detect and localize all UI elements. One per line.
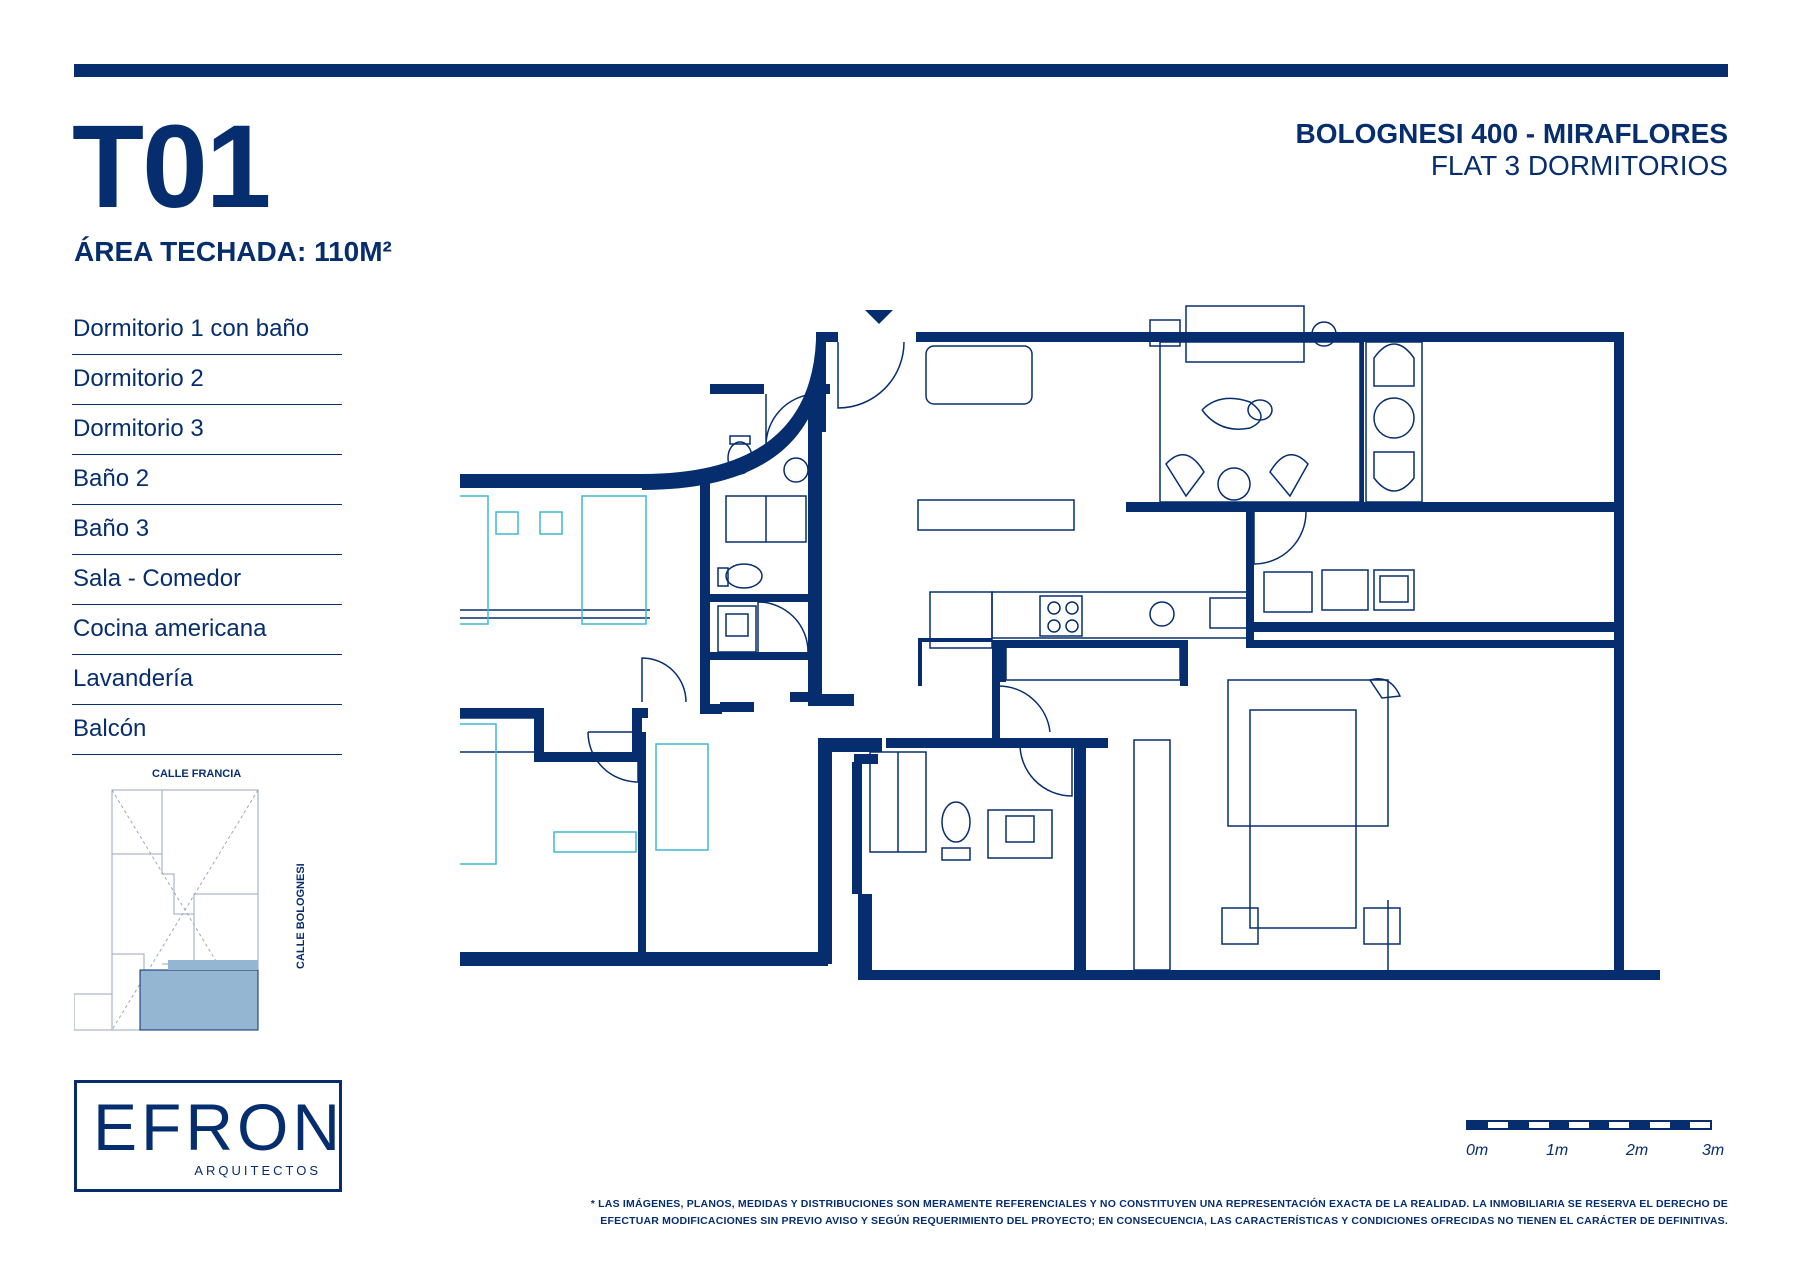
bed: [1249, 709, 1357, 929]
dining-table: [925, 345, 1033, 405]
feature-item: Balcón: [72, 705, 342, 755]
feature-item: Cocina americana: [72, 605, 342, 655]
feature-item: Dormitorio 1 con baño: [72, 305, 342, 355]
feature-item: Sala - Comedor: [72, 555, 342, 605]
door-swing: [837, 341, 905, 409]
logo-name: EFRON: [93, 1090, 344, 1164]
scale-bar: 0m 1m 2m 3m: [1466, 1120, 1730, 1180]
feature-item: Dormitorio 3: [72, 405, 342, 455]
feature-list: Dormitorio 1 con baño Dormitorio 2 Dormi…: [72, 305, 342, 755]
feature-item: Dormitorio 2: [72, 355, 342, 405]
disclaimer-line: * LAS IMÁGENES, PLANOS, MEDIDAS Y DISTRI…: [590, 1198, 1728, 1210]
living-rug: [1159, 341, 1361, 503]
bed: [581, 495, 647, 625]
logo-subtitle: ARQUITECTOS: [194, 1163, 321, 1178]
rug: [1227, 679, 1389, 827]
sofa: [655, 743, 709, 851]
stairs: [1005, 643, 1181, 681]
project-info: BOLOGNESI 400 - MIRAFLORES FLAT 3 DORMIT…: [1296, 118, 1729, 182]
stairs: [1133, 739, 1171, 971]
top-rule: [74, 64, 1728, 77]
walls: [460, 310, 1660, 980]
bed: [460, 723, 497, 865]
street-right-label: CALLE BOLOGNESI: [295, 863, 307, 969]
feature-item: Baño 2: [72, 455, 342, 505]
brand-logo: EFRON ARQUITECTOS: [74, 1080, 342, 1192]
kitchen-island: [917, 499, 1075, 531]
unit-highlight: [139, 969, 259, 1031]
feature-item: Baño 3: [72, 505, 342, 555]
scale-label: 3m: [1702, 1142, 1725, 1159]
disclaimer-line: EFECTUAR MODIFICACIONES SIN PREVIO AVISO…: [600, 1215, 1728, 1227]
street-top-label: CALLE FRANCIA: [152, 768, 241, 780]
unit-code: T01: [72, 101, 271, 233]
plan-lines: [460, 305, 1423, 971]
scale-label: 1m: [1546, 1142, 1569, 1159]
entrance-arrow: [865, 310, 893, 324]
disclaimer: * LAS IMÁGENES, PLANOS, MEDIDAS Y DISTRI…: [468, 1196, 1728, 1230]
bed: [460, 495, 489, 625]
feature-item: Lavandería: [72, 655, 342, 705]
floor-plan: [460, 305, 1660, 980]
stairs: [460, 717, 537, 753]
scale-bar-graphic: [1466, 1120, 1712, 1130]
unit-type: FLAT 3 DORMITORIOS: [1430, 150, 1728, 181]
scale-label: 0m: [1466, 1142, 1489, 1159]
furniture: [460, 495, 709, 865]
key-plan: CALLE FRANCIA CALLE BOLOGNESI: [74, 768, 307, 1031]
covered-area: ÁREA TECHADA: 110M²: [74, 236, 392, 267]
scale-label: 2m: [1626, 1142, 1649, 1159]
project-address: BOLOGNESI 400 - MIRAFLORES: [1295, 118, 1729, 149]
